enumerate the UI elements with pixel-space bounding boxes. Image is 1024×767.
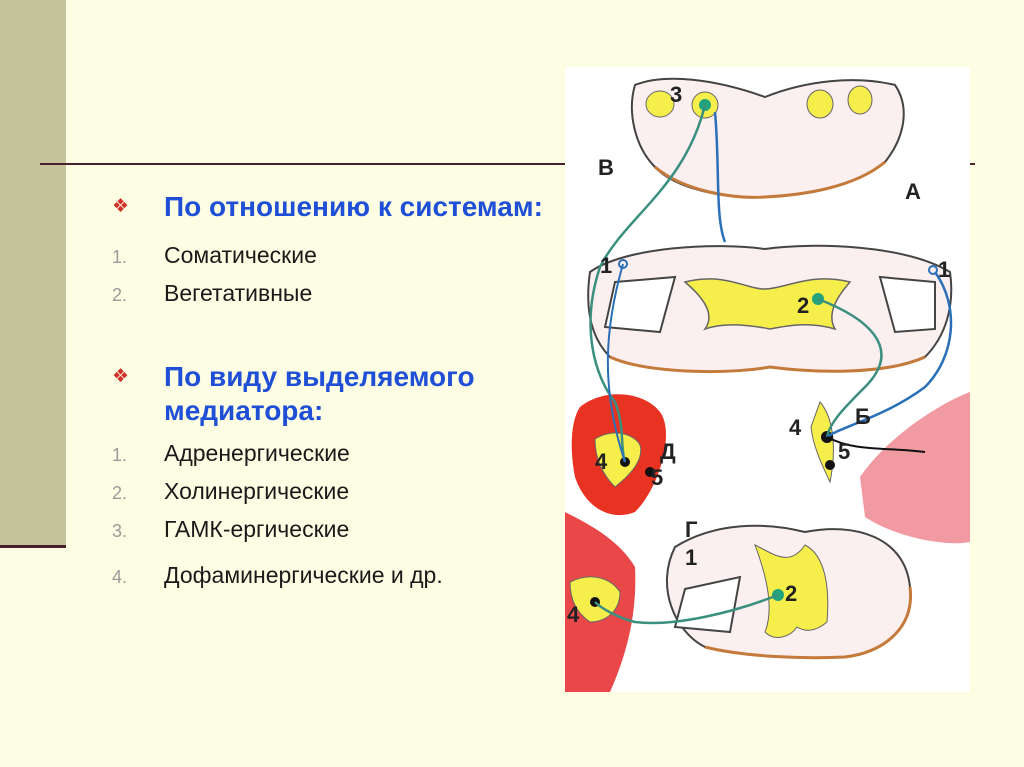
label-5-heart: 5 xyxy=(651,465,663,490)
label-1-right: 1 xyxy=(938,257,950,282)
list-item-text: ГАМК-ергические xyxy=(164,510,349,548)
list-item: 4.Дофаминергические и др. xyxy=(112,556,552,594)
section-heading-systems: ❖ По отношению к системам: xyxy=(112,190,552,224)
decorative-side-band xyxy=(0,0,66,548)
list-item-text: Холинергические xyxy=(164,472,349,510)
diagram-svg: В А Б Г Д 3 1 1 2 4 5 4 5 1 2 4 xyxy=(565,67,970,692)
label-panel-a: А xyxy=(905,179,921,204)
diamond-bullet-icon: ❖ xyxy=(112,360,164,394)
list-item-text: Дофаминергические и др. xyxy=(164,556,443,594)
label-3: 3 xyxy=(670,82,682,107)
label-4-lower: 4 xyxy=(567,602,580,627)
label-4-heart: 4 xyxy=(595,449,608,474)
list-item-text: Соматические xyxy=(164,236,317,274)
list-item-text: Вегетативные xyxy=(164,274,312,312)
diamond-bullet-icon: ❖ xyxy=(112,190,164,224)
label-panel-v: В xyxy=(598,155,614,180)
label-5-ganglion: 5 xyxy=(838,439,850,464)
label-1-left: 1 xyxy=(600,253,612,278)
side-band-underline xyxy=(0,545,66,548)
section-heading-mediator: ❖ По виду выделяемого медиатора: xyxy=(112,360,552,428)
label-panel-g: Г xyxy=(685,517,698,542)
label-2-spinal: 2 xyxy=(797,293,809,318)
list-item: 2.Холинергические xyxy=(112,472,552,510)
section-title: По виду выделяемого медиатора: xyxy=(164,360,552,428)
label-1-lower: 1 xyxy=(685,545,697,570)
section-title: По отношению к системам: xyxy=(164,190,543,224)
label-2-lower: 2 xyxy=(785,581,797,606)
list-item-text: Адренергические xyxy=(164,434,350,472)
label-panel-b: Б xyxy=(855,404,871,429)
label-4-ganglion: 4 xyxy=(789,415,802,440)
list-item: 2.Вегетативные xyxy=(112,274,552,312)
slide-text-content: ❖ По отношению к системам: 1.Соматически… xyxy=(112,190,552,594)
nucleus-yellow xyxy=(807,90,833,118)
list-item: 1.Соматические xyxy=(112,236,552,274)
neuron-pathways-diagram: В А Б Г Д 3 1 1 2 4 5 4 5 1 2 4 xyxy=(565,67,970,692)
nucleus-yellow xyxy=(848,86,872,114)
label-panel-d: Д xyxy=(660,439,676,464)
list-item: 1.Адренергические xyxy=(112,434,552,472)
list-item: 3.ГАМК-ергические xyxy=(112,510,552,548)
